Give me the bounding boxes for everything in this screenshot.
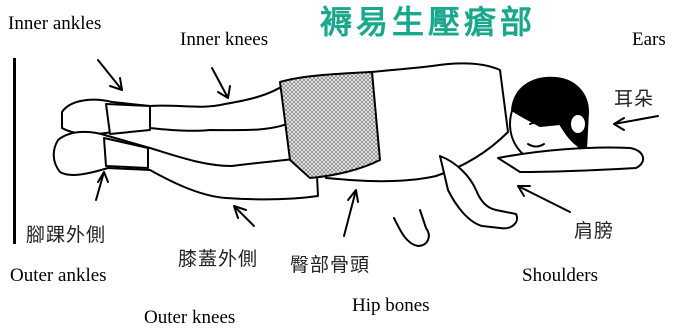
upper-sock	[106, 104, 150, 134]
diagram-title: 褥易生壓瘡部	[320, 6, 536, 38]
label-ears: Ears	[632, 30, 666, 49]
left-edge-bar	[13, 58, 16, 244]
label-outer-knees: Outer knees	[144, 308, 235, 327]
back-hand	[394, 210, 429, 246]
lower-sock	[104, 138, 148, 168]
arrow-inner-ankles	[98, 60, 122, 90]
upper-leg	[62, 84, 292, 134]
shorts	[280, 72, 380, 178]
arrow-shoulders	[518, 186, 570, 212]
label-hip-bones-cn: 臀部骨頭	[290, 256, 370, 275]
label-inner-ankles: Inner ankles	[8, 14, 101, 33]
label-shoulders: Shoulders	[522, 266, 598, 285]
label-hip-bones: Hip bones	[352, 296, 430, 315]
label-outer-knees-cn: 膝蓋外側	[178, 250, 258, 269]
label-outer-ankles-cn: 腳踝外側	[26, 226, 106, 245]
label-inner-knees: Inner knees	[180, 30, 268, 49]
front-arm	[440, 156, 517, 228]
lower-leg	[54, 132, 318, 199]
arrow-inner-knees	[212, 68, 230, 98]
label-outer-ankles: Outer ankles	[10, 266, 107, 285]
arrow-outer-ankles	[96, 172, 108, 200]
arrow-hip-bones	[344, 190, 358, 236]
arrow-ears	[614, 116, 658, 130]
ear	[570, 114, 586, 134]
label-ears-cn: 耳朵	[614, 90, 654, 109]
arrow-outer-knees	[234, 206, 254, 226]
label-shoulders-cn: 肩膀	[574, 222, 614, 241]
